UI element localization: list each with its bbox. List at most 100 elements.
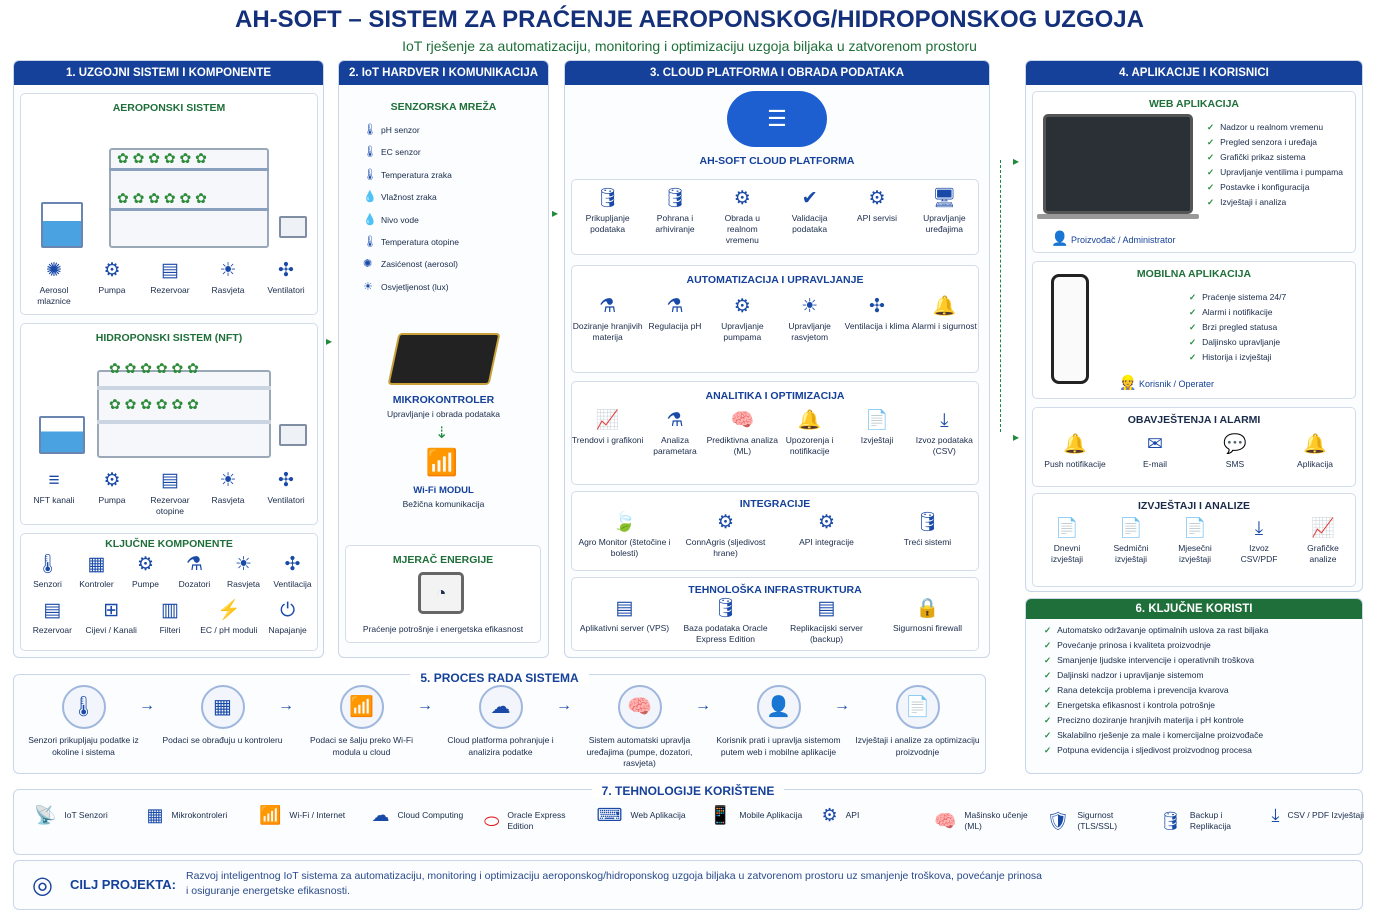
- thermometer-icon: 🌡: [363, 168, 377, 181]
- connector-arrow: ▸: [552, 206, 559, 220]
- drop-icon: 💧: [363, 213, 377, 226]
- item-label: Upozorenja i notifikacije: [785, 435, 834, 456]
- iot-icon: 📡: [34, 805, 57, 825]
- tech-label: Cloud Computing: [397, 810, 464, 820]
- page-title: AH-SOFT – SISTEM ZA PRAĆENJE AEROPONSKOG…: [235, 6, 1144, 33]
- item-label: Upravljanje uređajima: [923, 213, 966, 234]
- item-label: Kontroler: [79, 579, 114, 589]
- list-item: Pregled senzora i uređaja: [1207, 135, 1343, 150]
- list-item: Nadzor u realnom vremenu: [1207, 120, 1343, 135]
- goal-label: CILJ PROJEKTA:: [70, 877, 176, 892]
- process-step: 🧠Sistem automatski upravlja uređajima (p…: [576, 685, 703, 770]
- list-item: Praćenje sistema 24/7: [1189, 290, 1286, 305]
- gear-icon: ⚙: [733, 188, 751, 209]
- tech-label: Mobile Aplikacija: [739, 810, 803, 820]
- item-label: SMS: [1225, 459, 1245, 469]
- phone-icon: 📱: [709, 805, 732, 825]
- database-item: 🛢Baza podataka Oracle Express Edition: [678, 598, 774, 645]
- item-label: Analiza parametara: [653, 435, 697, 456]
- sensor-item: 💧 Nivo vode: [363, 213, 419, 226]
- brain-icon: 🧠: [934, 810, 957, 831]
- hydroponic-title: HIDROPONSKI SISTEM (NFT): [95, 332, 243, 344]
- laptop-icon: [1043, 114, 1193, 214]
- section-cloud-platform: 3. CLOUD PLATFORMA I OBRADA PODATAKA ☰ A…: [564, 60, 990, 658]
- check-badge-item: ✔Validacija podataka: [777, 188, 843, 235]
- brain-icon: 🧠: [730, 410, 755, 431]
- flow-arrow: ⇣: [435, 425, 449, 442]
- pump-item: ⚙Pumpa: [85, 260, 139, 296]
- mcu-subtitle: Upravljanje i obrada podataka: [387, 409, 500, 419]
- item-label: NFT kanali: [33, 495, 75, 505]
- user-icon: 👤: [756, 685, 801, 729]
- database-icon: 🛢: [1159, 810, 1182, 831]
- database-icon: 🛢: [915, 512, 940, 533]
- export-icon: ⤓: [1271, 805, 1280, 825]
- sensor-label: Zasićenost (aerosol): [381, 259, 459, 270]
- pump-icon: ⚙: [103, 470, 121, 491]
- list-item: Upravljanje ventilima i pumpama: [1207, 165, 1343, 180]
- process-step: ▦Podaci se obrađuju u kontroleru: [159, 685, 286, 747]
- section-applications: 4. APLIKACIJE I KORISNICI WEB APLIKACIJA…: [1025, 60, 1363, 592]
- shield-icon: 🛡: [1046, 810, 1070, 831]
- admin-user: 👤 Proizvođač / Administrator: [1051, 230, 1176, 247]
- connector-arrow: ▸: [1013, 430, 1020, 444]
- report-item: 📄Mjesečni izvještaji: [1167, 518, 1223, 565]
- alarms-box: OBAVJEŠTENJA I ALARMI 🔔Push notifikacije…: [1032, 407, 1356, 487]
- user-icon: 👤: [1051, 230, 1069, 246]
- microcontroller-board: [387, 333, 501, 385]
- doser-item: ⚗Dozatori: [171, 554, 219, 590]
- gear-item: ⚙ Obrada u realnom vremenu: [709, 188, 775, 246]
- list-item: Alarmi i notifikacije: [1189, 305, 1286, 320]
- bell-icon: 🔔: [932, 296, 957, 317]
- thermometer-icon: 🌡: [61, 685, 106, 729]
- pump-icon: ⚙: [136, 554, 155, 575]
- section-growing-systems: 1. UZGOJNI SISTEMI I KOMPONENTE AEROPONS…: [13, 60, 324, 658]
- energy-meter-box: MJERAČ ENERGIJE ◔ Praćenje potrošnje i e…: [345, 545, 541, 643]
- list-item: Povećanje prinosa i kvaliteta proizvodnj…: [1044, 638, 1268, 653]
- database-icon: 🛢: [713, 598, 738, 619]
- report-item: 📄Izvještaji: [841, 410, 913, 446]
- tech-label: Sigurnost (TLS/SSL): [1077, 810, 1118, 831]
- section-header: 3. CLOUD PLATFORMA I OBRADA PODATAKA: [565, 61, 989, 85]
- mobile-app-box: MOBILNA APLIKACIJA Praćenje sistema 24/7…: [1032, 261, 1356, 399]
- reports-box: IZVJEŠTAJI I ANALIZE 📄Dnevni izvještaji📄…: [1032, 493, 1356, 587]
- database-item: 🛢Prikupljanje podataka: [575, 188, 641, 235]
- chip-item: ▦Kontroler: [73, 554, 121, 590]
- tech-label: Oracle Express Edition: [507, 810, 566, 831]
- infrastructure-box: TEHNOLOŠKA INFRASTRUKTURA ▤Aplikativni s…: [571, 577, 979, 651]
- mobile-app-title: MOBILNA APLIKACIJA: [1136, 268, 1252, 280]
- bell-item: 🔔Push notifikacije: [1039, 434, 1111, 470]
- tech-item: ☁Cloud Computing: [372, 806, 475, 824]
- item-label: Obrada u realnom vremenu: [724, 213, 761, 245]
- light-item: ☀Rasvjeta: [201, 470, 255, 506]
- gear-icon: ⚙: [716, 512, 735, 533]
- bell-item: 🔔Alarmi i sigurnost: [908, 296, 980, 332]
- item-label: Izvještaji: [860, 435, 894, 445]
- firewall-icon: 🔒: [915, 598, 940, 619]
- ec-icon: ⚡: [216, 600, 241, 621]
- item-label: Rezervoar: [150, 285, 190, 295]
- automation-box: AUTOMATIZACIJA I UPRAVLJANJE ⚗Doziranje …: [571, 265, 979, 373]
- item-label: Rezervoar: [32, 625, 72, 635]
- server-icon: ▤: [817, 598, 836, 619]
- item-label: Rasvjeta: [211, 495, 245, 505]
- aeroponic-title: AEROPONSKI SISTEM: [112, 102, 226, 114]
- sensor-item: 🌡pH senzor: [363, 123, 420, 136]
- wifi-title: Wi-Fi MODUL: [413, 485, 474, 496]
- sensor-label: Nivo vode: [381, 214, 419, 225]
- item-label: Grafičke analize: [1307, 543, 1339, 564]
- fan-item: ✣Ventilatori: [259, 260, 313, 296]
- channels-icon: ≡: [48, 470, 60, 491]
- filter-icon: ▥: [161, 600, 179, 621]
- connector-arrow: ▸: [1013, 154, 1020, 168]
- tech-label: Mašinsko učenje (ML): [964, 810, 1028, 831]
- flask-item: ⚗Analiza parametara: [639, 410, 711, 457]
- section-key-benefits: 6. KLJUČNE KORISTI Automatsko održavanje…: [1025, 598, 1363, 774]
- mcu-title: MIKROKONTROLER: [392, 394, 495, 406]
- section-technologies: 7. TEHNOLOGIJE KORIŠTENE 📡IoT Senzori▦Mi…: [13, 784, 1364, 855]
- sensor-item: ☀Osvjetljenost (lux): [363, 280, 449, 293]
- wifi-icon: 📶: [259, 805, 282, 825]
- sms-item: 💬SMS: [1199, 434, 1271, 470]
- item-label: ConnAgris (sljedivost hrane): [685, 537, 766, 558]
- bell-item: 🔔Upozorenja i notifikacije: [774, 410, 846, 457]
